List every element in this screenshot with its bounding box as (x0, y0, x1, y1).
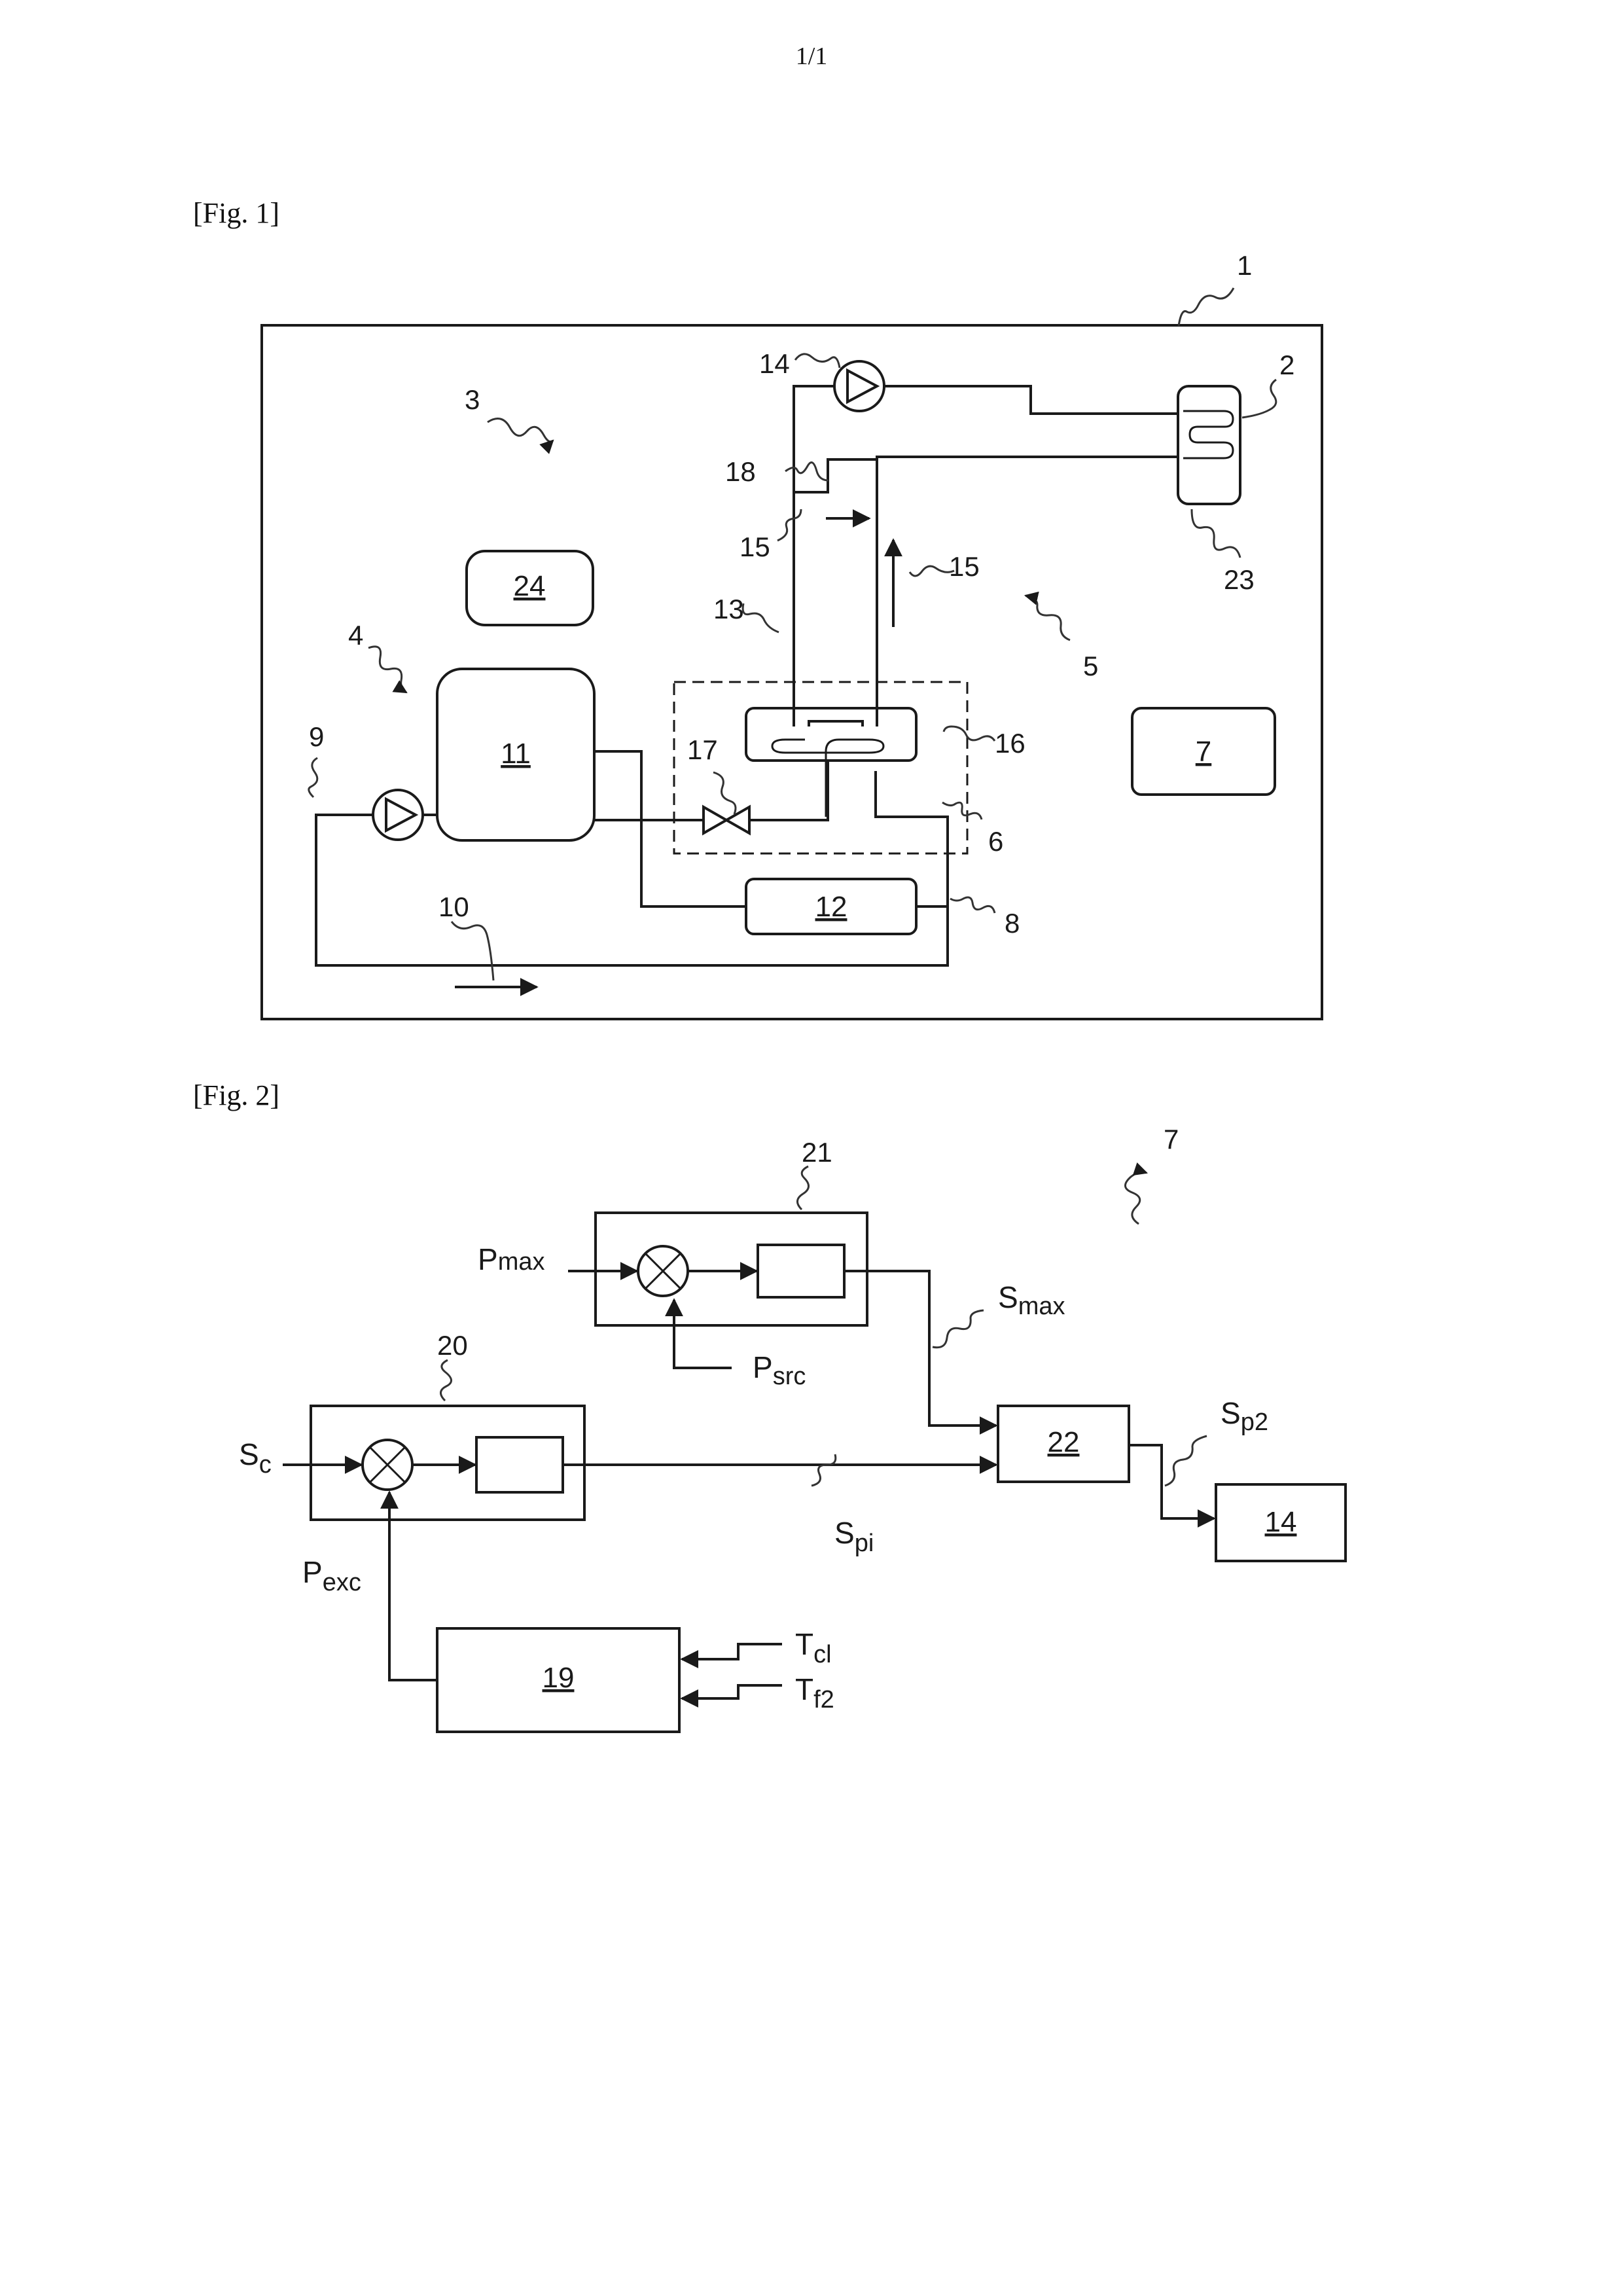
leader-16 (944, 726, 995, 741)
leader-18 (785, 463, 829, 480)
label-8: 8 (1005, 908, 1020, 939)
leader-17 (713, 772, 736, 814)
leader-8 (950, 897, 995, 913)
signal-pexc: Pexc (302, 1555, 361, 1596)
signal-smax: Smax (998, 1280, 1065, 1320)
signal-spi: Spi (834, 1516, 874, 1557)
box-24-label: 24 (514, 570, 546, 602)
pipe-valve-to-exchanger (749, 761, 828, 820)
leader-9 (309, 758, 317, 797)
label-3: 3 (465, 384, 480, 415)
label-2: 2 (1279, 350, 1294, 380)
fig1-caption: [Fig. 1] (193, 197, 279, 229)
leader-20 (440, 1360, 451, 1401)
leader-smax (933, 1310, 984, 1348)
page-number: 1/1 (796, 43, 828, 70)
signal-sp2: Sp2 (1221, 1396, 1268, 1436)
label-16: 16 (995, 728, 1026, 759)
pipe-13-left (794, 386, 834, 726)
label-15a: 15 (740, 531, 770, 562)
leader-3 (488, 419, 553, 442)
block-22-label: 22 (1048, 1426, 1080, 1458)
controller-20 (476, 1437, 563, 1492)
leader-10 (452, 922, 493, 980)
label-6: 6 (988, 826, 1003, 857)
signal-pmax: Pmax (478, 1242, 544, 1276)
leader-23 (1192, 509, 1240, 558)
pipe-2-return (877, 457, 1178, 726)
pipe-11-to-12 (594, 751, 746, 906)
leader-13 (743, 603, 779, 632)
leader-2 (1242, 380, 1276, 418)
label-20: 20 (437, 1330, 468, 1361)
label-17: 17 (687, 734, 718, 765)
label-13: 13 (713, 594, 744, 624)
leader-15a (777, 509, 801, 541)
block-14-label: 14 (1265, 1506, 1297, 1538)
leader-4 (368, 647, 406, 692)
controller-21 (758, 1245, 844, 1297)
signal-tcl: Tcl (795, 1627, 832, 1668)
label-21: 21 (802, 1137, 832, 1168)
label-10: 10 (438, 891, 469, 922)
leader-1 (1179, 288, 1234, 326)
fig2-diagram: 7 21 20 22 14 19 Pmax Psrc Smax Sc Spi S… (239, 1124, 1346, 1732)
arrow-tcl-in (682, 1644, 782, 1659)
arrow-tf2-in (682, 1685, 782, 1698)
leader-14 (795, 354, 840, 368)
label-7: 7 (1164, 1124, 1179, 1155)
fig1-diagram: 1 2 3 4 5 6 8 9 10 13 14 15 15 16 17 18 … (262, 250, 1322, 1019)
box-11-label: 11 (501, 738, 531, 770)
leader-15b (910, 566, 954, 576)
label-5: 5 (1083, 651, 1098, 681)
signal-tf2: Tf2 (795, 1672, 834, 1713)
leader-5 (1026, 596, 1070, 640)
leader-21 (797, 1166, 808, 1210)
block-19-label: 19 (543, 1662, 575, 1694)
leader-sp2 (1165, 1436, 1207, 1486)
fig2-caption: [Fig. 2] (193, 1079, 279, 1111)
label-23: 23 (1224, 564, 1255, 595)
signal-sc: Sc (239, 1437, 272, 1479)
bypass-18 (794, 459, 877, 492)
leader-7 (1125, 1172, 1147, 1224)
label-18: 18 (725, 456, 756, 487)
signal-psrc: Psrc (753, 1350, 806, 1390)
label-1: 1 (1237, 250, 1252, 281)
label-9: 9 (309, 721, 324, 752)
label-15b: 15 (949, 551, 980, 582)
leader-spi (812, 1454, 836, 1486)
pipe-pump14-to-2 (884, 386, 1178, 414)
box-7-label: 7 (1196, 736, 1211, 768)
box-12-label: 12 (815, 891, 847, 923)
label-14: 14 (759, 348, 790, 379)
label-4: 4 (348, 620, 363, 651)
valve-17-icon (704, 807, 749, 833)
